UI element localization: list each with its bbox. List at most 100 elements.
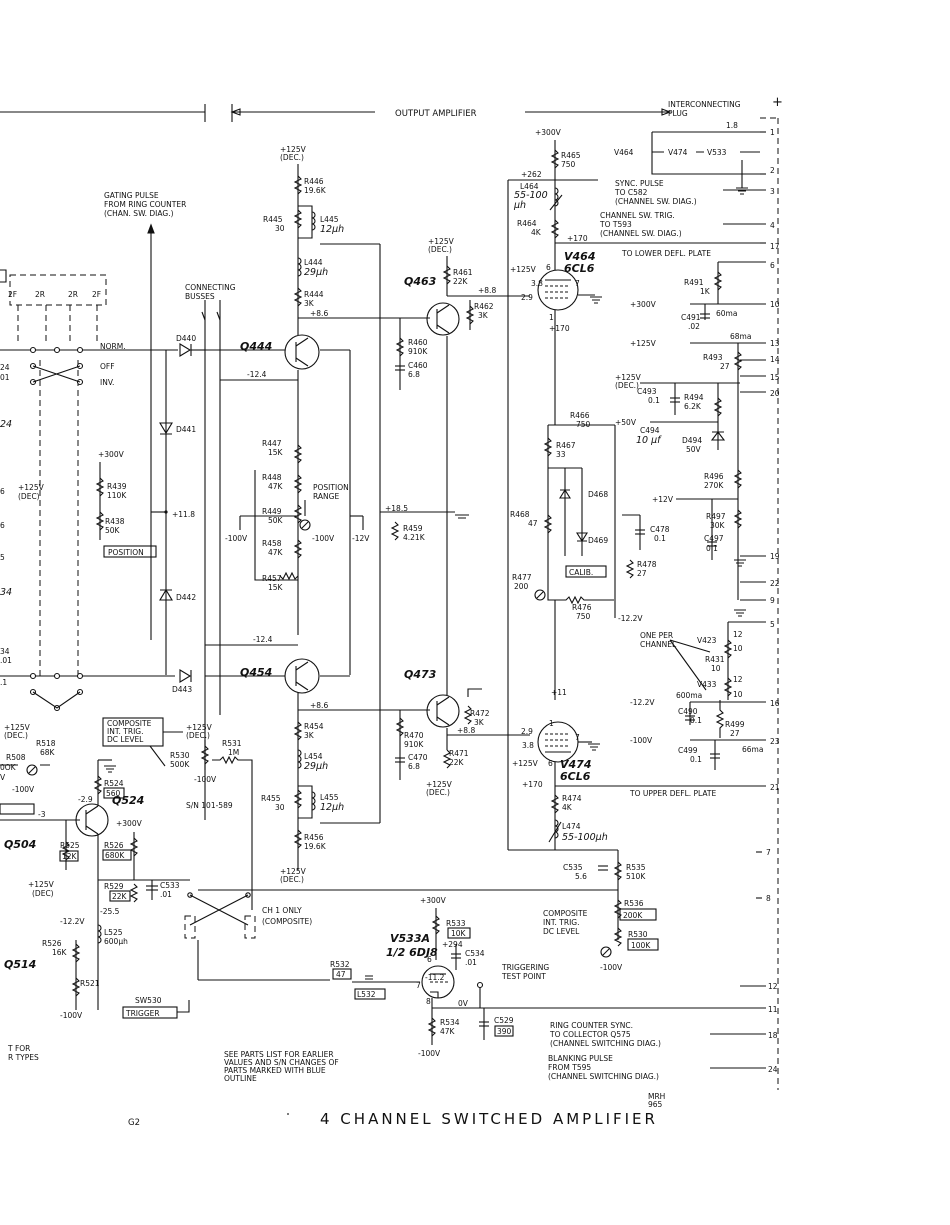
- position-box-label: POSITION: [108, 548, 144, 557]
- volt-label: +11: [551, 688, 567, 697]
- volt-label: 0V: [458, 999, 469, 1008]
- c535-label: C535: [563, 863, 583, 872]
- d443-label: D443: [172, 685, 192, 694]
- edge-value: V: [0, 773, 6, 782]
- l444-label: L444: [304, 258, 323, 267]
- pin-3: 3: [723, 187, 775, 196]
- r493-value: 27: [720, 362, 730, 371]
- r459-label: R459: [403, 524, 423, 533]
- svg-text:24: 24: [768, 1065, 778, 1074]
- interconnecting-plug-frame: [760, 117, 779, 1090]
- edge-label: .01: [0, 656, 12, 665]
- pin: 12: [733, 630, 743, 639]
- r468-value: 47: [528, 519, 538, 528]
- c497-label: C497: [704, 534, 724, 543]
- supply: -100V: [630, 736, 653, 745]
- c497-value: 0.1: [706, 544, 718, 553]
- c493-value: 0.1: [648, 396, 660, 405]
- c478-label: C478: [650, 525, 670, 534]
- svg-text:21: 21: [770, 783, 780, 792]
- pin-16: 16: [690, 699, 780, 708]
- volt-label: +170: [549, 324, 570, 333]
- c535-value: 5.6: [575, 872, 587, 881]
- r532-value: 47: [336, 970, 346, 979]
- r496-value: 270K: [704, 481, 724, 490]
- volt-label: +262: [521, 170, 542, 179]
- r448-value: 47K: [268, 482, 284, 491]
- l474-label: L474: [562, 822, 581, 831]
- r533-value: 10K: [451, 929, 467, 938]
- trigger-pickoff: C535 5.6 R535 510K R536 200K R530 100K -…: [198, 849, 659, 972]
- l455-label: L455: [320, 793, 339, 802]
- r456-label: R456: [304, 833, 324, 842]
- r458-value: 47K: [268, 548, 284, 557]
- pin-21: 21: [555, 783, 780, 792]
- supply: -12.2V: [630, 698, 655, 707]
- d468-label: D468: [588, 490, 608, 499]
- r455-value: 30: [275, 803, 285, 812]
- trigger-cathode-follower: +300V R533 10K +294 C534 .01 V533A 1/2 6…: [330, 896, 514, 1058]
- pin: 6: [427, 955, 432, 964]
- edge-label: 2F: [92, 290, 101, 299]
- r458-label: R458: [262, 539, 282, 548]
- volt-label: +170: [522, 780, 543, 789]
- calib-box-label: CALIB.: [569, 568, 593, 577]
- r431-label: R431: [705, 655, 725, 664]
- pin: 2.9: [521, 727, 533, 736]
- pin: 12: [733, 675, 743, 684]
- c490-value: 0.1: [690, 716, 702, 725]
- c494-value: 10 µf: [636, 435, 662, 446]
- v533a-label: V533A: [390, 932, 430, 945]
- r467-value: 33: [556, 450, 566, 459]
- ch1-only-label: CH 1 ONLY(COMPOSITE): [262, 906, 312, 926]
- edge-label: 24: [0, 419, 12, 430]
- supply: -100V: [60, 1011, 83, 1020]
- edge-label: 5: [0, 553, 5, 562]
- svg-text:6: 6: [770, 261, 775, 270]
- supply: +125V(DEC.): [280, 145, 307, 162]
- r462-label: R462: [474, 302, 494, 311]
- edge-label: 34: [0, 647, 10, 656]
- edge-label: 24: [0, 363, 10, 372]
- volt-label: -25.5: [100, 907, 120, 916]
- c493-label: C493: [637, 387, 657, 396]
- r497-label: R497: [706, 512, 726, 521]
- pin-6: 6: [718, 261, 775, 270]
- r470-label: R470: [404, 731, 424, 740]
- composite-trigger-level: +125V(DEC.) R530 500K R531 1M -100V: [102, 717, 253, 910]
- pin-17: 17: [760, 242, 780, 251]
- supply: (DEC): [32, 889, 54, 898]
- current-label: 68ma: [730, 332, 751, 341]
- r448-label: R448: [262, 473, 282, 482]
- pin-4: 4: [723, 221, 775, 230]
- l532-label: L532: [357, 990, 376, 999]
- c529-label: C533: [160, 881, 180, 890]
- sw530-label: SW530: [135, 996, 162, 1005]
- l464-label: L464: [520, 182, 539, 191]
- r462-value: 3K: [478, 311, 489, 320]
- r499-value: 27: [730, 729, 740, 738]
- volt-label: +8.6: [310, 701, 328, 710]
- edge-label: 2F: [8, 290, 17, 299]
- l445-value: 12µh: [320, 224, 344, 235]
- svg-text:12: 12: [768, 982, 778, 991]
- r444-label: R444: [304, 290, 324, 299]
- tube-ref: V533: [707, 148, 727, 157]
- supply: +50V: [615, 418, 637, 427]
- volt-label: -2.9: [78, 795, 93, 804]
- pin-13: 13: [690, 339, 780, 348]
- r447-label: R447: [262, 439, 282, 448]
- r530b-value: 500K: [170, 760, 190, 769]
- r506-label: R525: [60, 841, 80, 850]
- output-amplifier-label: OUTPUT AMPLIFIER: [395, 109, 477, 119]
- l525-label: L525: [104, 928, 123, 937]
- supply: +300V: [98, 450, 125, 459]
- r477-value: 200: [514, 582, 529, 591]
- plug-pins: 1 2 3 4 17 6 10 13 14 15 20 19 22 9 5 16…: [432, 128, 780, 1074]
- pin: 10: [733, 690, 743, 699]
- svg-text:8: 8: [766, 894, 771, 903]
